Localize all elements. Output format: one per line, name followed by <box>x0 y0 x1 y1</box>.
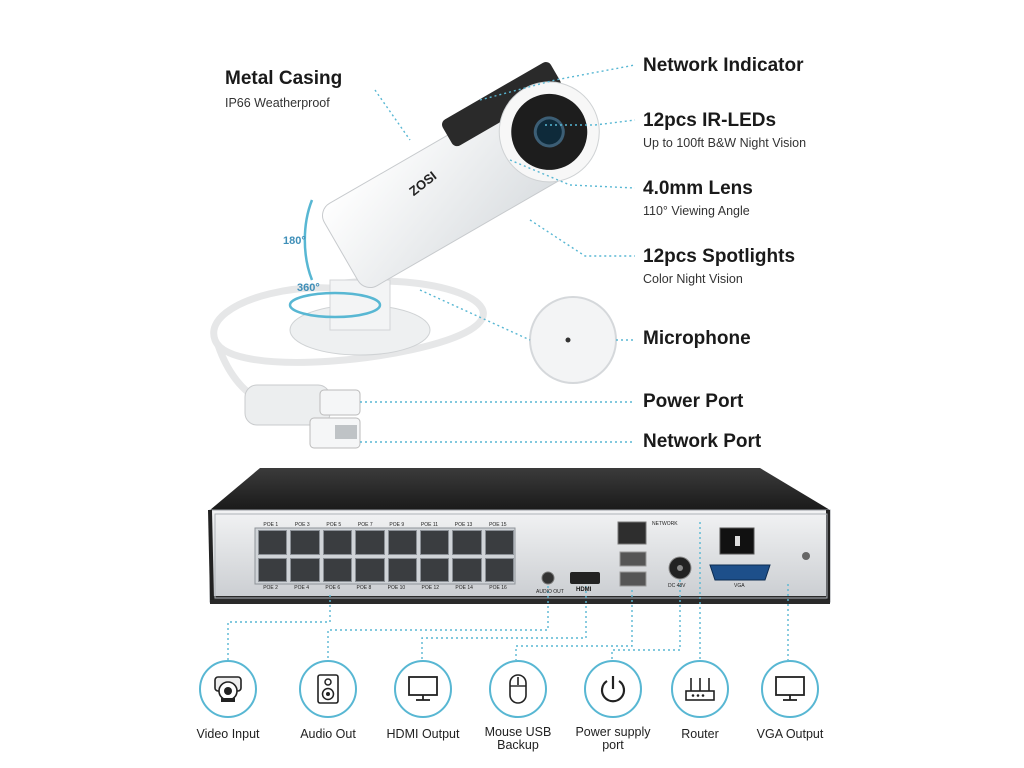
cable <box>210 277 487 366</box>
callout-subtitle: Color Night Vision <box>643 272 743 286</box>
poe-port <box>419 530 450 555</box>
callout-title: Network Port <box>643 431 762 452</box>
callout-network-indicator: Network Indicator <box>643 55 803 77</box>
poe-port <box>290 530 320 555</box>
speaker-icon <box>299 660 357 718</box>
poe-port-grid <box>258 530 514 582</box>
port-label: Audio Out <box>300 727 356 741</box>
poe-label: POE 6 <box>325 585 341 591</box>
tilt-angle-label: 180° <box>283 235 306 247</box>
port-label: VGA Output <box>756 727 824 741</box>
poe-port <box>484 530 514 555</box>
port-hdmi-output: HDMI Output <box>368 660 478 741</box>
poe-port <box>387 557 417 582</box>
poe-label: POE 8 <box>356 585 372 591</box>
vga-port <box>709 564 771 581</box>
callout-subtitle: 110° Viewing Angle <box>643 204 750 218</box>
port-label: HDMI Output <box>386 727 460 741</box>
poe-label: POE 1 <box>263 522 279 528</box>
hdmi-label: HDMI <box>576 587 592 593</box>
poe-label: POE 12 <box>421 585 440 591</box>
network-port <box>617 521 647 545</box>
callout-network-port: Network Port <box>643 431 761 453</box>
callout-title: 12pcs Spotlights <box>643 246 796 267</box>
poe-port <box>322 530 353 555</box>
poe-port <box>419 557 450 582</box>
poe-port <box>387 530 417 555</box>
port-mouse-usb: Mouse USB Backup <box>463 660 573 752</box>
port-label: Video Input <box>196 727 260 741</box>
poe-port <box>355 557 385 582</box>
poe-label: POE 13 <box>454 522 473 528</box>
camera-body <box>322 62 600 289</box>
hdmi-port <box>570 572 600 584</box>
poe-label: POE 3 <box>294 522 310 528</box>
microphone-zoom <box>529 296 617 384</box>
poe-label: POE 4 <box>294 585 310 591</box>
mouse-icon <box>489 660 547 718</box>
poe-bottom-labels: POE 2 POE 4 POE 6 POE 8 POE 10 POE 12 PO… <box>255 585 515 591</box>
callout-subtitle: IP66 Weatherproof <box>225 96 330 110</box>
poe-port <box>484 557 514 582</box>
connector <box>244 384 361 449</box>
usb-port-1 <box>619 551 647 567</box>
network-label: NETWORK <box>652 521 678 527</box>
port-video-input: Video Input <box>173 660 283 741</box>
dc-label: DC 48V <box>668 583 686 589</box>
audio-jack <box>541 571 555 585</box>
port-router: Router <box>645 660 755 741</box>
callout-title: Power Port <box>643 391 744 412</box>
audio-label: AUDIO OUT <box>536 589 564 595</box>
poe-port <box>452 530 482 555</box>
metal-casing-callout: Metal Casing IP66 Weatherproof <box>225 68 342 110</box>
poe-port <box>258 557 288 582</box>
poe-port <box>290 557 320 582</box>
callout-title: 4.0mm Lens <box>643 178 753 199</box>
callout-title: Microphone <box>643 328 751 349</box>
pan-angle-label: 360° <box>297 282 320 294</box>
port-label: Router <box>681 727 719 741</box>
callout-microphone: Microphone <box>643 328 751 350</box>
callout-ir-leds: 12pcs IR-LEDs Up to 100ft B&W Night Visi… <box>643 110 806 150</box>
monitor-icon <box>394 660 452 718</box>
callout-title: Network Indicator <box>643 55 804 76</box>
port-audio-out: Audio Out <box>273 660 383 741</box>
poe-label: POE 5 <box>326 522 342 528</box>
poe-label: POE 16 <box>489 585 507 591</box>
port-vga-output: VGA Output <box>735 660 845 741</box>
callout-spotlights: 12pcs Spotlights Color Night Vision <box>643 246 795 286</box>
router-icon <box>671 660 729 718</box>
poe-port <box>355 530 385 555</box>
nvr-top <box>210 468 830 510</box>
port-label: Power supply port <box>575 725 651 752</box>
poe-label: POE 7 <box>357 522 373 528</box>
callout-title: 12pcs IR-LEDs <box>643 110 777 131</box>
poe-label: POE 10 <box>387 585 406 591</box>
poe-port <box>322 557 353 582</box>
usb-port-2 <box>619 571 647 587</box>
poe-label: POE 15 <box>489 522 507 528</box>
poe-label: POE 14 <box>455 585 473 591</box>
power-icon <box>584 660 642 718</box>
poe-label: POE 9 <box>389 522 405 528</box>
monitor-icon <box>761 660 819 718</box>
power-switch <box>719 527 755 555</box>
callout-lens: 4.0mm Lens 110° Viewing Angle <box>643 178 753 218</box>
poe-top-labels: POE 1 POE 3 POE 5 POE 7 POE 9 POE 11 POE… <box>255 522 515 528</box>
port-label: Mouse USB Backup <box>484 725 552 752</box>
callout-power-port: Power Port <box>643 391 743 413</box>
poe-label: POE 11 <box>420 522 439 528</box>
camera-icon <box>199 660 257 718</box>
poe-port <box>452 557 482 582</box>
port-power-supply: Power supply port <box>558 660 668 752</box>
poe-label: POE 2 <box>263 585 278 591</box>
callout-title: Metal Casing <box>225 68 343 89</box>
poe-port <box>258 530 288 555</box>
vga-label: VGA <box>734 583 745 589</box>
callout-subtitle: Up to 100ft B&W Night Vision <box>643 136 807 150</box>
